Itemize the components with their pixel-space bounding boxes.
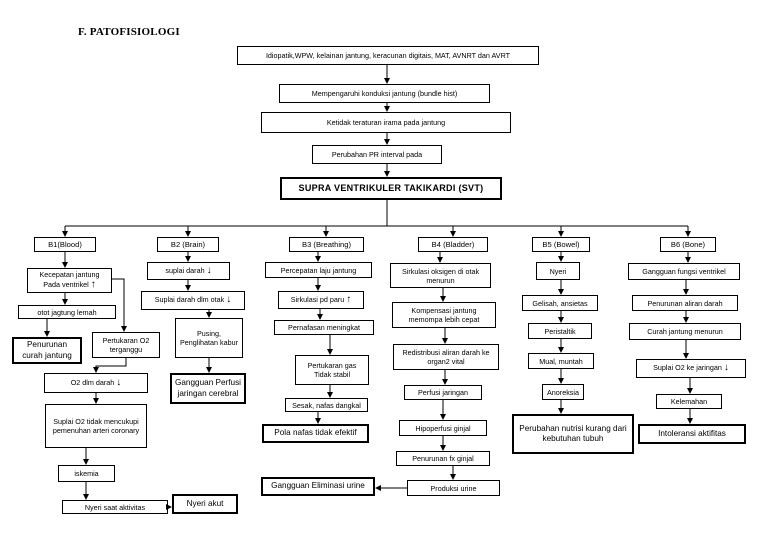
arrow-b1-o2-blood xyxy=(93,358,127,373)
node-b5-pain: Nyeri xyxy=(536,262,580,280)
node-b6-ventricle-function: Gangguan fungsi ventrikel xyxy=(628,263,740,280)
node-b2-dizzy: Pusing, Penglihatan kabur xyxy=(175,318,243,358)
category-b6-bone: B6 (Bone) xyxy=(660,237,716,252)
category-b1-blood: B1(Blood) xyxy=(34,237,96,252)
node-conduction: Mempengaruhi konduksi jantung (bundle hi… xyxy=(279,84,490,103)
node-b4-redistribution: Redistribusi aliran darah ke organ2 vita… xyxy=(393,344,499,370)
node-b2-perfusion: Gangguan Perfusi jaringan cerebral xyxy=(170,373,246,404)
node-b4-kidney-decline: Penurunan fx ginjal xyxy=(396,451,490,466)
category-b4-bladder: B4 (Bladder) xyxy=(418,237,488,252)
node-pr-interval: Perubahan PR interval pada xyxy=(312,145,442,164)
node-b5-nausea: Mual, muntah xyxy=(528,353,594,369)
node-b5-anorexia: Anoreksia xyxy=(542,384,584,400)
node-b2-blood-supply: suplai darah xyxy=(147,262,230,280)
node-b4-kidney-hypoperfusion: Hipoperfusi ginjal xyxy=(399,420,487,436)
node-b6-flow-decrease: Penurunan aliran darah xyxy=(632,295,738,311)
node-b6-intolerance: Intoleransi aktifitas xyxy=(638,424,746,444)
node-b6-output-decrease: Curah jantung menurun xyxy=(629,323,741,340)
node-b3-heart-rate: Percepatan laju jantung xyxy=(265,262,372,278)
node-b1-cardiac-output: Penurunan curah jantung xyxy=(12,337,82,364)
node-b4-tissue-perfusion: Perfusi jaringan xyxy=(404,385,482,400)
category-b3-breathing: B3 (Breathing) xyxy=(289,237,364,252)
node-b1-ventricle-speed: Kecepatan jantung Pada ventrikel xyxy=(27,268,112,293)
section-heading: F. PATOFISIOLOGI xyxy=(78,26,180,38)
node-rhythm: Ketidak teraturan irama pada jantung xyxy=(261,112,511,133)
node-b1-o2-exchange: Pertukaran O2 terganggu xyxy=(92,332,160,358)
node-b1-weak-muscle: otot jagtung lemah xyxy=(18,305,116,319)
node-b3-lung-circulation: Sirkulasi pd paru xyxy=(278,291,364,309)
node-b3-gas-exchange: Pertukaran gas Tidak stabil xyxy=(295,355,369,385)
node-b5-anxiety: Gelisah, ansietas xyxy=(522,295,598,311)
node-b1-activity-pain: Nyeri saat aktivitas xyxy=(62,500,168,514)
node-b1-o2-blood: O2 dlm darah xyxy=(44,373,148,393)
node-b3-dyspnea: Sesak, nafas dangkal xyxy=(285,398,368,412)
node-cause: Idiopatik,WPW, kelainan jantung, keracun… xyxy=(237,46,539,65)
node-b4-compensation: Kompensasi jantung memompa lebih cepat xyxy=(392,302,496,328)
node-b3-resp-increase: Pernafasan meningkat xyxy=(274,320,374,335)
node-b3-breathing-pattern: Pola nafas tidak efektif xyxy=(262,424,369,443)
node-b1-o2-supply: Suplai O2 tidak mencukupi pemenuhan arte… xyxy=(45,404,147,448)
node-b1-acute-pain: Nyeri akut xyxy=(172,494,238,514)
category-b2-brain: B2 (Brain) xyxy=(157,237,219,252)
node-b6-o2-tissue: Suplai O2 ke jaringan xyxy=(636,359,746,378)
node-b4-elimination: Gangguan Eliminasi urine xyxy=(261,477,375,496)
node-b2-brain-blood: Suplai darah dlm otak xyxy=(141,291,245,310)
node-b4-urine-production: Produksi urine xyxy=(407,480,500,496)
node-b5-nutrition: Perubahan nutrisi kurang dari kebutuhan … xyxy=(512,414,634,454)
node-svt: SUPRA VENTRIKULER TAKIKARDI (SVT) xyxy=(280,177,502,200)
category-b5-bowel: B5 (Bowel) xyxy=(532,237,590,252)
node-b1-ischemia: iskemia xyxy=(58,465,115,482)
node-b5-peristaltic: Peristaltik xyxy=(528,323,592,339)
node-b6-weakness: Kelemahan xyxy=(656,394,722,409)
node-b4-o2-circulation: Sirkulasi oksigen di otak menurun xyxy=(390,263,491,288)
